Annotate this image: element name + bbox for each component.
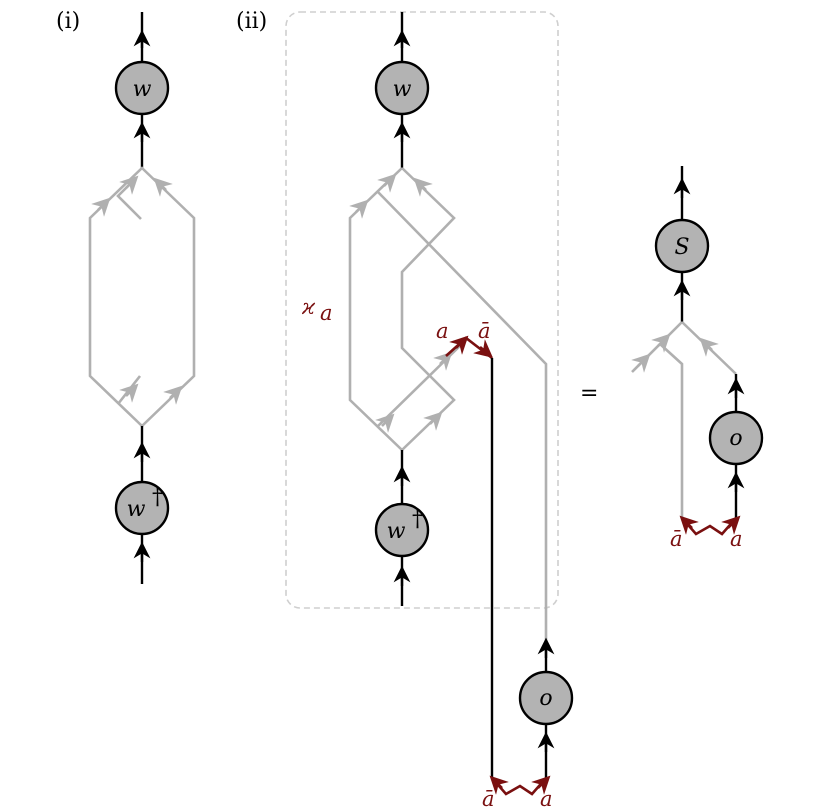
gray-arrow (119, 383, 139, 403)
panel-i-label: (i) (56, 9, 80, 34)
gray-arrow (651, 333, 671, 353)
red-arrow (473, 339, 493, 358)
gray-arrow (433, 351, 453, 371)
red-arrow (531, 775, 551, 795)
w-node-ii-label: w (393, 77, 412, 102)
gray-arrow (349, 199, 369, 219)
w-dagger-node-ii-label: w (387, 519, 406, 544)
o-node-label: o (539, 686, 552, 711)
gray-arrow (699, 337, 719, 357)
gray-crossing-lower (116, 375, 142, 405)
gray-mid (659, 343, 684, 518)
gray-arrow (377, 173, 397, 193)
cap-a-label: a (436, 319, 449, 343)
w-node-ii (374, 60, 430, 116)
o-node-rhs-label: o (729, 426, 742, 451)
gray-right-strand (400, 167, 456, 451)
dashed-box (285, 11, 559, 609)
cup-abar-label: ā (482, 787, 495, 809)
w-dagger-node-ii (374, 502, 430, 558)
red-arrow (721, 515, 741, 535)
S-node-label: S (674, 235, 689, 260)
w-node-label: w (133, 77, 152, 102)
gray-arrow (153, 177, 173, 197)
panel-ii-diagram: w ϰ a a ā w † o (285, 11, 574, 809)
gray-arrow (91, 197, 111, 217)
gray-arrow (119, 175, 139, 195)
gray-arrow (375, 413, 395, 433)
panel-ii-label: (ii) (236, 9, 267, 34)
kappa-label: ϰ (301, 295, 316, 319)
gray-arrow (631, 353, 651, 373)
gray-arrow (163, 385, 183, 405)
w-node (114, 60, 170, 116)
dagger-symbol: † (152, 485, 163, 510)
equals-sign: = (580, 381, 598, 406)
red-arrow (679, 515, 699, 535)
w-dagger-node (114, 480, 170, 536)
gray-arrow (423, 411, 443, 431)
red-arrow (489, 775, 509, 795)
rhs-a-label: a (730, 527, 743, 551)
rhs-diagram: S o ā a (631, 166, 764, 551)
gray-loop (88, 166, 196, 428)
w-dagger-node-label: w (127, 497, 146, 522)
rhs-abar-label: ā (670, 527, 683, 551)
kappa-subscript: a (320, 301, 333, 325)
gray-arrow (413, 177, 433, 197)
dagger-symbol-ii: † (412, 507, 423, 532)
gray-long-strand (377, 191, 548, 640)
gray-lower-cross (377, 339, 467, 427)
cup-a-label: a (540, 787, 553, 809)
cap-abar-label: ā (478, 319, 491, 343)
panel-i-diagram: w w † (88, 12, 196, 584)
red-arrow (449, 335, 469, 355)
